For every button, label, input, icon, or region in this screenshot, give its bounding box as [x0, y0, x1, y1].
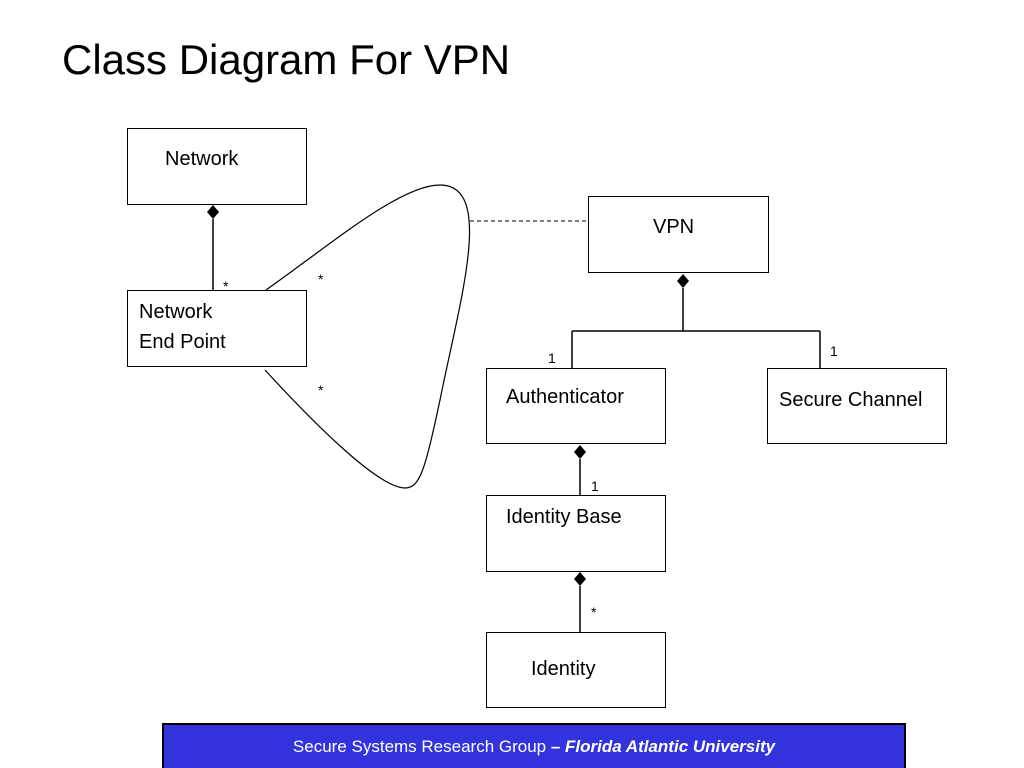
network-composition-diamond — [207, 205, 219, 219]
mult-identity-base-identity: * — [591, 604, 597, 620]
footer-separator: – — [546, 736, 566, 756]
class-vpn: VPN — [588, 196, 769, 273]
vpn-composition-diamond — [677, 274, 689, 288]
association-loop — [264, 184, 471, 489]
mult-vpn-secure-channel: 1 — [830, 343, 838, 359]
footer-group: Secure Systems Research Group — [292, 736, 547, 756]
class-authenticator-label: Authenticator — [506, 386, 624, 408]
footer-university: Florida Atlantic University — [565, 736, 776, 756]
authenticator-composition-diamond — [574, 445, 586, 459]
footer-bar: Secure Systems Research Group – Florida … — [162, 723, 906, 768]
class-vpn-label: VPN — [653, 216, 695, 238]
class-network: Network — [127, 128, 307, 205]
slide-title: Class Diagram For VPN — [62, 36, 511, 83]
class-secure-channel: Secure Channel — [767, 368, 947, 444]
class-identity-base-label: Identity Base — [506, 506, 622, 528]
mult-endpoint-network: * — [223, 278, 229, 294]
class-secure-channel-label: Secure Channel — [779, 389, 923, 411]
class-network-end-point-label-line2: End Point — [139, 331, 226, 353]
class-network-end-point-label-line1: Network — [139, 301, 213, 323]
class-network-end-point: Network End Point — [127, 290, 307, 367]
identity-base-composition-diamond — [574, 572, 586, 586]
mult-endpoint-assoc-bottom: * — [318, 382, 324, 398]
class-network-label: Network — [165, 148, 239, 170]
mult-authenticator-identity-base: 1 — [591, 478, 599, 494]
mult-endpoint-assoc-top: * — [318, 271, 324, 287]
mult-vpn-authenticator: 1 — [548, 350, 556, 366]
class-authenticator: Authenticator — [486, 368, 666, 444]
class-identity: Identity — [486, 632, 666, 708]
class-identity-label: Identity — [531, 658, 596, 680]
class-identity-base: Identity Base — [486, 495, 666, 572]
